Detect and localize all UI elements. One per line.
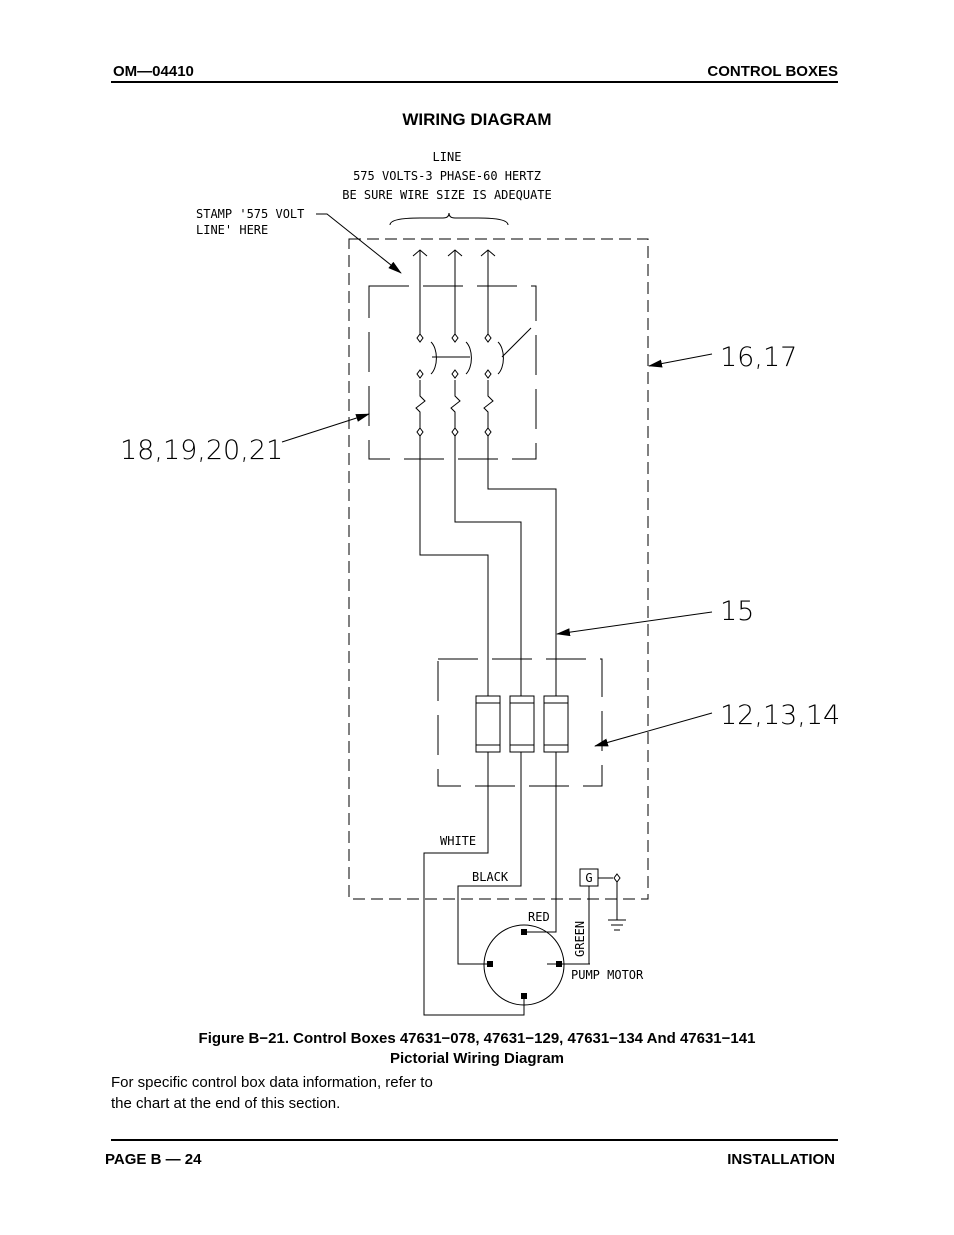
line-bracket	[389, 212, 509, 226]
wire-size-note: BE SURE WIRE SIZE IS ADEQUATE	[342, 188, 552, 202]
footer-rule	[111, 1139, 838, 1141]
voltage-label: 575 VOLTS-3 PHASE-60 HERTZ	[353, 169, 541, 183]
pump-motor-label: PUMP MOTOR	[571, 968, 644, 982]
wire-label-white: WHITE	[440, 834, 476, 848]
stamp-label-line1: STAMP '575 VOLT	[196, 207, 304, 221]
figure-caption-line2: Pictorial Wiring Diagram	[389, 1050, 565, 1067]
page-number: PAGE B — 24	[105, 1151, 202, 1168]
callout-18-21: 18,19,20,21	[120, 435, 283, 466]
page-title: WIRING DIAGRAM	[402, 110, 552, 129]
wire-label-black: BLACK	[472, 870, 509, 884]
stamp-label-line2: LINE' HERE	[196, 223, 268, 237]
callout-12-14: 12,13,14	[720, 700, 840, 731]
body-line2: the chart at the end of this section.	[111, 1095, 341, 1112]
control-box-outline	[348, 238, 649, 900]
figure-caption-line1: Figure B−21. Control Boxes 47631−078, 47…	[198, 1030, 756, 1047]
body-line1: For specific control box data informatio…	[111, 1074, 433, 1091]
section-title: CONTROL BOXES	[707, 63, 838, 80]
header-rule	[111, 81, 838, 83]
pump-motor-symbol	[483, 924, 565, 1006]
wire-label-green: GREEN	[573, 921, 587, 957]
line-label: LINE	[433, 150, 462, 164]
body-paragraph: For specific control box data informatio…	[111, 1072, 491, 1114]
wire-label-red: RED	[528, 910, 550, 924]
chapter-title: INSTALLATION	[727, 1151, 835, 1168]
breaker-enclosure	[368, 285, 537, 460]
fuse-enclosure	[437, 658, 603, 787]
ground-label: G	[585, 871, 592, 885]
callout-15: 15	[720, 596, 754, 627]
document-id: OM—04410	[113, 63, 194, 80]
callout-16-17: 16,17	[720, 342, 797, 373]
